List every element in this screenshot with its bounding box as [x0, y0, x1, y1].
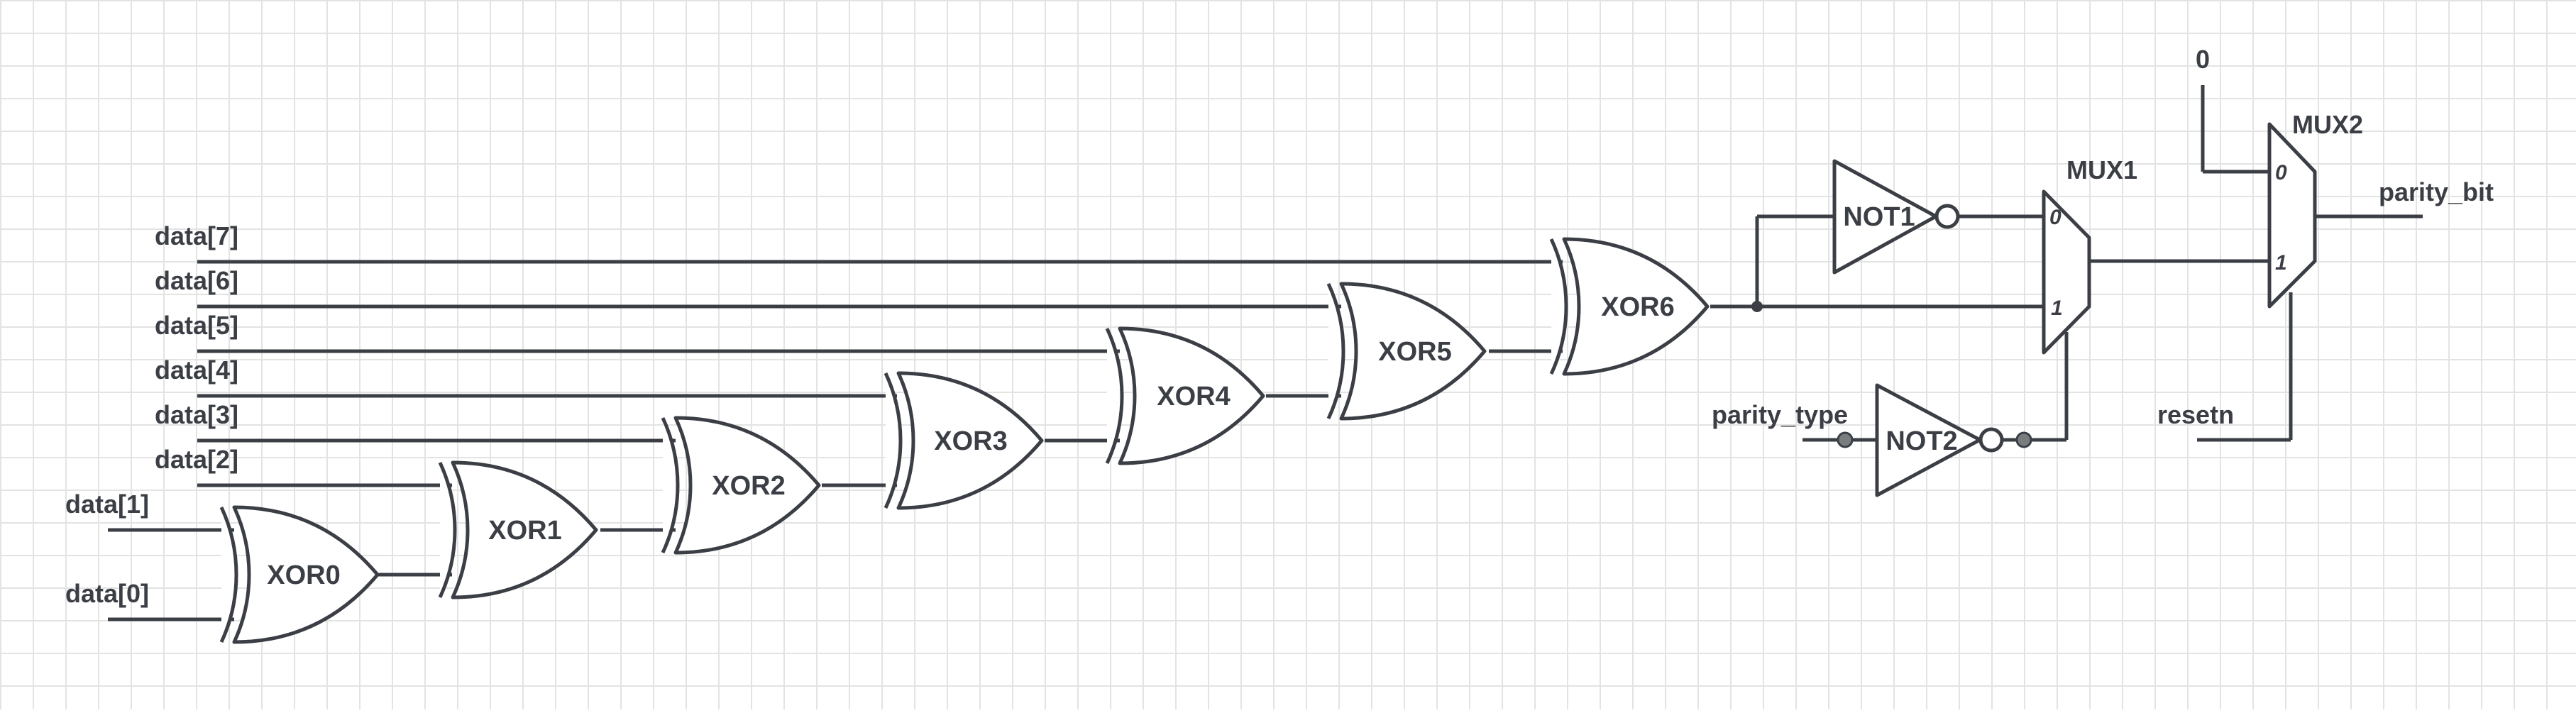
label-mux2: MUX2	[2292, 110, 2363, 139]
label-data7: data[7]	[155, 221, 238, 250]
label-xor1: XOR1	[488, 516, 561, 546]
label-data4: data[4]	[155, 355, 238, 385]
label-data1: data[1]	[65, 490, 149, 519]
label-data6: data[6]	[155, 266, 238, 295]
xor0-gate	[219, 505, 380, 644]
not1-gate	[1832, 159, 1960, 275]
mux1-port-0: 0	[2049, 206, 2062, 229]
label-xor0: XOR0	[267, 560, 340, 590]
label-const0: 0	[2196, 45, 2210, 74]
label-xor4: XOR4	[1157, 382, 1230, 411]
label-data0: data[0]	[65, 579, 149, 608]
label-xor5: XOR5	[1378, 337, 1451, 367]
xor5-gate	[1326, 282, 1487, 421]
connector-dot	[1837, 431, 1854, 448]
mux2-port-0: 0	[2275, 161, 2287, 184]
label-data5: data[5]	[155, 311, 238, 340]
connector-dot	[2015, 431, 2032, 448]
mux2-port-1: 1	[2275, 251, 2287, 275]
mux1-port-1: 1	[2051, 297, 2063, 320]
label-mux1: MUX1	[2066, 155, 2137, 184]
label-xor2: XOR2	[712, 471, 785, 501]
xor3-gate	[884, 371, 1044, 510]
junction-dot	[1751, 301, 1763, 312]
label-xor3: XOR3	[934, 426, 1007, 456]
label-parity-type: parity_type	[1712, 400, 1848, 429]
label-not2: NOT2	[1886, 426, 1957, 456]
mux2-block	[2267, 122, 2317, 309]
label-data3: data[3]	[155, 400, 238, 429]
label-parity-bit: parity_bit	[2379, 177, 2494, 206]
label-resetn: resetn	[2157, 400, 2234, 429]
label-xor6: XOR6	[1601, 292, 1674, 322]
mux1-block	[2042, 189, 2091, 355]
xor1-gate	[438, 460, 598, 599]
label-not1: NOT1	[1843, 202, 1915, 232]
label-data2: data[2]	[155, 445, 238, 474]
xor4-gate	[1105, 326, 1265, 465]
not2-gate	[1875, 383, 2004, 497]
xor2-gate	[661, 416, 821, 555]
xor6-gate	[1549, 237, 1710, 376]
